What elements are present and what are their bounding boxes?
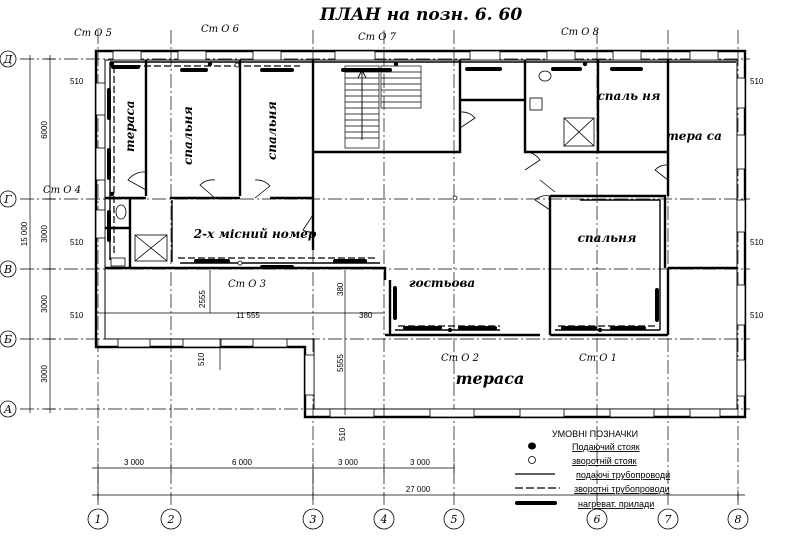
riser-symbols <box>109 61 603 333</box>
staircase <box>344 65 422 149</box>
dim-offset-3: 510 <box>70 311 84 320</box>
svg-text:А: А <box>3 403 12 416</box>
legend-item-return-riser: зворотній стояк <box>528 456 637 466</box>
toilet-left <box>110 204 127 267</box>
legend-item-heaters: нагреват. прилади <box>515 499 654 509</box>
legend-item-supply-riser: Подаючий стояк <box>528 442 640 452</box>
room-label-double-room: 2-х місний номер <box>193 227 317 241</box>
dim-offset-4: 510 <box>750 77 764 86</box>
svg-text:2: 2 <box>167 513 175 526</box>
svg-text:7: 7 <box>665 513 672 526</box>
dim-offset-7: 510 <box>197 352 206 366</box>
dimension-lines <box>29 55 745 500</box>
interior-partitions <box>105 60 737 337</box>
dim-bottom-seg-3: 3 000 <box>338 458 359 467</box>
axis-marker-col-3: 3 <box>302 508 324 530</box>
riser-label-8: Ст О 8 <box>561 27 599 38</box>
axis-marker-row-D: Д <box>0 50 17 68</box>
legend-item-return-pipes: зворотні трубопроводи <box>515 484 670 494</box>
riser-label-6: Ст О 6 <box>201 24 240 35</box>
svg-text:В: В <box>3 263 12 276</box>
dim-bottom-seg-1: 3 000 <box>124 458 145 467</box>
dim-left-seg-4: 3000 <box>40 365 49 383</box>
riser-label-7: Ст О 7 <box>358 32 397 43</box>
shower-tray-left <box>134 234 168 262</box>
legend-item-supply-pipes: подаючі трубопроводи <box>515 470 670 480</box>
svg-text:нагреват. прилади: нагреват. прилади <box>578 499 654 509</box>
room-label-terrace-left: тераса <box>123 100 137 152</box>
doors <box>127 111 669 233</box>
room-label-bedroom-top-right: спаль ня <box>598 89 661 103</box>
svg-text:6: 6 <box>594 513 601 526</box>
axis-marker-col-1: 1 <box>87 508 109 530</box>
axis-marker-row-B: Б <box>0 330 17 348</box>
windows <box>95 50 746 418</box>
svg-text:Г: Г <box>3 193 12 206</box>
outer-walls <box>94 49 747 419</box>
room-label-terrace-right: тера са <box>666 129 722 143</box>
dim-left-seg-1: 6000 <box>40 121 49 139</box>
riser-label-3: Ст О 3 <box>228 279 266 290</box>
dim-left-seg-3: 3000 <box>40 295 49 313</box>
dim-inner-2: 11 555 <box>236 311 260 320</box>
svg-text:Подаючий стояк: Подаючий стояк <box>572 442 640 452</box>
toilet-right <box>529 70 552 111</box>
dim-offset-5: 510 <box>750 238 764 247</box>
svg-text:подаючі трубопроводи: подаючі трубопроводи <box>576 470 670 480</box>
dim-offset-2: 510 <box>70 238 84 247</box>
svg-text:4: 4 <box>380 513 388 526</box>
shower-tray-right <box>563 117 595 147</box>
dim-offset-8: 510 <box>338 427 347 441</box>
legend-title: УМОВНІ ПОЗНАЧКИ <box>552 429 638 439</box>
dim-inner-1: 2555 <box>198 290 207 308</box>
svg-text:зворотній стояк: зворотній стояк <box>572 456 637 466</box>
column-axis-markers: 1 2 3 4 5 6 7 8 <box>87 508 749 530</box>
svg-text:зворотні трубопроводи: зворотні трубопроводи <box>574 484 670 494</box>
dim-offset-6: 510 <box>750 311 764 320</box>
riser-labels: Ст О 5 Ст О 6 Ст О 7 Ст О 8 Ст О 4 Ст О … <box>43 24 617 364</box>
axis-marker-col-5: 5 <box>443 508 465 530</box>
riser-label-1: Ст О 1 <box>579 353 617 364</box>
heaters <box>107 65 659 330</box>
dim-bottom-seg-2: 6 000 <box>232 458 253 467</box>
room-label-living: гостьова <box>409 276 475 290</box>
axis-marker-row-A: А <box>0 400 17 418</box>
room-label-bedroom-2: спальня <box>265 101 279 160</box>
dimension-labels: 15 000 6000 3000 3000 3000 3 000 6 000 3… <box>20 77 764 494</box>
svg-text:Д: Д <box>3 53 14 66</box>
room-labels: тераса спальня спальня спаль ня тера са … <box>123 89 722 388</box>
room-label-terrace-bottom: тераса <box>456 369 525 388</box>
dim-bottom-seg-4: 3 000 <box>410 458 431 467</box>
dim-left-overall: 15 000 <box>20 221 29 246</box>
dim-inner-4: 380 <box>359 311 373 320</box>
dim-offset-1: 510 <box>70 77 84 86</box>
svg-text:8: 8 <box>735 513 742 526</box>
dim-left-seg-2: 3000 <box>40 225 49 243</box>
row-axis-markers: Д Г В Б А <box>0 50 17 418</box>
dim-inner-3: 380 <box>336 282 345 296</box>
svg-text:1: 1 <box>95 513 102 526</box>
axis-marker-col-2: 2 <box>160 508 182 530</box>
room-label-bedroom-1: спальня <box>181 106 195 165</box>
plan-title: ПЛАН на позн. 6. 60 <box>319 5 523 25</box>
riser-label-4: Ст О 4 <box>43 185 81 196</box>
room-label-bedroom-right: спальня <box>578 231 637 245</box>
legend: УМОВНІ ПОЗНАЧКИ Подаючий стояк зворотній… <box>515 429 670 509</box>
axis-marker-col-6: 6 <box>586 508 608 530</box>
axis-marker-row-V: В <box>0 260 17 278</box>
svg-text:5: 5 <box>451 513 458 526</box>
dim-inner-5: 5555 <box>336 354 345 372</box>
svg-text:3: 3 <box>310 513 317 526</box>
svg-text:Б: Б <box>3 333 12 346</box>
axis-marker-row-G: Г <box>0 190 17 208</box>
riser-label-2: Ст О 2 <box>441 353 479 364</box>
riser-label-5: Ст О 5 <box>74 28 112 39</box>
axis-marker-col-8: 8 <box>727 508 749 530</box>
axis-marker-col-7: 7 <box>657 508 679 530</box>
axis-marker-col-4: 4 <box>373 508 395 530</box>
dim-bottom-overall: 27 000 <box>406 485 431 494</box>
